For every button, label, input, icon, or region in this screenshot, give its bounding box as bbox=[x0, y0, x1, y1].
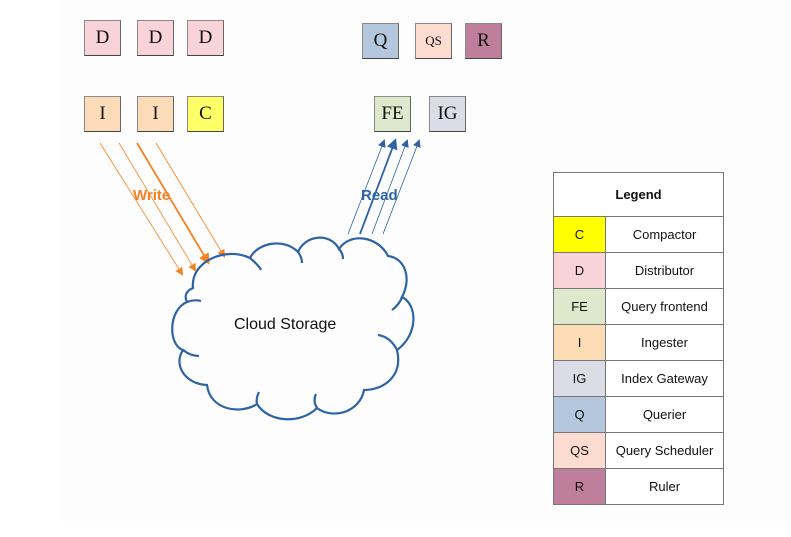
legend-row: I Ingester bbox=[553, 324, 724, 361]
cloud-inner-arc-5 bbox=[377, 333, 398, 351]
legend-code: FE bbox=[553, 288, 606, 325]
write-arrow-2 bbox=[118, 142, 197, 272]
cloud-inner-arc-4 bbox=[391, 296, 404, 311]
read-arrow-4 bbox=[382, 139, 421, 235]
cloud-inner-arc-7 bbox=[255, 391, 260, 405]
cloud-inner-arc-6 bbox=[313, 393, 318, 409]
legend-row: FE Query frontend bbox=[553, 288, 724, 325]
read-label: Read bbox=[361, 187, 398, 204]
query-frontend-box: FE bbox=[374, 96, 411, 132]
legend-name: Query Scheduler bbox=[605, 432, 724, 469]
legend-name: Query frontend bbox=[605, 288, 724, 325]
cloud-storage-label: Cloud Storage bbox=[234, 316, 337, 333]
cloud-inner-arc-3 bbox=[338, 248, 345, 260]
index-gateway-box: IG bbox=[429, 96, 466, 132]
write-arrow-4 bbox=[155, 142, 226, 258]
distributor-box-1: D bbox=[84, 20, 121, 56]
query-scheduler-box: QS bbox=[415, 23, 452, 59]
legend-name: Ingester bbox=[605, 324, 724, 361]
cloud-inner-arc-2 bbox=[297, 251, 304, 264]
read-arrow-3 bbox=[371, 139, 409, 235]
legend-code: C bbox=[553, 216, 606, 253]
read-arrow-1 bbox=[347, 139, 386, 235]
legend-code: R bbox=[553, 468, 606, 505]
legend-row: R Ruler bbox=[553, 468, 724, 505]
distributor-box-2: D bbox=[137, 20, 174, 56]
legend-row: Q Querier bbox=[553, 396, 724, 433]
legend-code: I bbox=[553, 324, 606, 361]
ingester-box-1: I bbox=[84, 96, 121, 132]
querier-box: Q bbox=[362, 23, 399, 59]
ingester-box-2: I bbox=[137, 96, 174, 132]
legend-row: C Compactor bbox=[553, 216, 724, 253]
write-label: Write bbox=[133, 187, 171, 204]
write-arrow-1 bbox=[99, 142, 184, 276]
legend-name: Index Gateway bbox=[605, 360, 724, 397]
compactor-box: C bbox=[187, 96, 224, 132]
distributor-box-3: D bbox=[187, 20, 224, 56]
legend-row: QS Query Scheduler bbox=[553, 432, 724, 469]
legend-code: Q bbox=[553, 396, 606, 433]
write-arrow-3 bbox=[136, 142, 210, 265]
legend-table: Legend C Compactor D Distributor FE Quer… bbox=[553, 172, 724, 505]
legend-name: Distributor bbox=[605, 252, 724, 289]
cloud-storage-shape bbox=[171, 236, 415, 421]
ruler-box: R bbox=[465, 23, 502, 59]
read-arrow-2 bbox=[359, 138, 398, 235]
legend-name: Compactor bbox=[605, 216, 724, 253]
legend-title: Legend bbox=[553, 172, 724, 217]
cloud-inner-arc-1 bbox=[249, 257, 262, 271]
legend-code: IG bbox=[553, 360, 606, 397]
legend-row: IG Index Gateway bbox=[553, 360, 724, 397]
legend-row: D Distributor bbox=[553, 252, 724, 289]
legend-code: D bbox=[553, 252, 606, 289]
legend-code: QS bbox=[553, 432, 606, 469]
cloud-inner-arc-8 bbox=[182, 349, 200, 358]
legend-name: Ruler bbox=[605, 468, 724, 505]
cloud-inner-arc-9 bbox=[186, 299, 202, 304]
legend-name: Querier bbox=[605, 396, 724, 433]
